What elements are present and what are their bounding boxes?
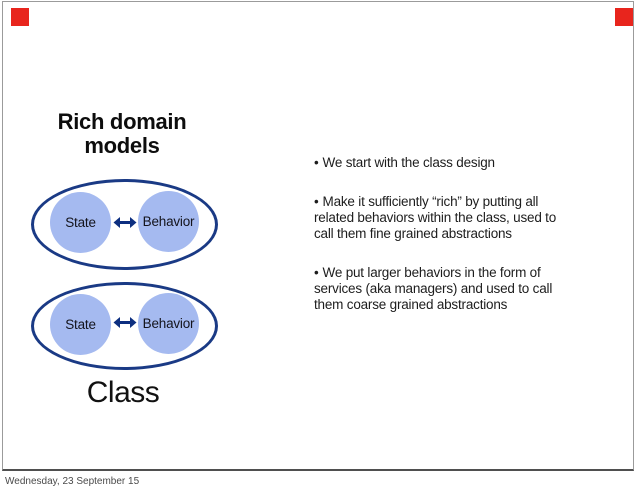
bullet-text: services (aka managers) and used to call [314, 281, 553, 296]
bullet-text: call them fine grained abstractions [314, 226, 512, 241]
double-arrow-icon [113, 317, 137, 328]
behavior-label: Behavior [142, 316, 195, 331]
class-ellipse-bottom [31, 282, 218, 370]
behavior-circle-top: Behavior [138, 191, 199, 252]
red-marker-top-right [615, 8, 633, 26]
state-label: State [65, 215, 96, 230]
title-line-2: models [84, 132, 160, 158]
slide-date: Wednesday, 23 September 15 [5, 476, 140, 487]
bullet-list: •We start with the class design •Make it… [314, 155, 589, 336]
state-label: State [65, 317, 96, 332]
diagram-caption: Class [86, 376, 160, 409]
state-circle-bottom: State [50, 294, 111, 355]
behavior-circle-bottom: Behavior [138, 293, 199, 354]
bullet-text: related behaviors within the class, used… [314, 210, 557, 225]
double-arrow-icon [113, 217, 137, 228]
red-marker-top-left [11, 8, 29, 26]
bullet-marker: • [314, 265, 319, 280]
bullet-item: •We start with the class design [314, 155, 589, 171]
bullet-text: We put larger behaviors in the form of [322, 265, 541, 280]
bullet-item: •Make it sufficiently “rich” by putting … [314, 194, 589, 242]
bullet-marker: • [314, 155, 319, 170]
title-line-1: Rich domain [57, 109, 187, 134]
bullet-text: them coarse grained abstractions [314, 297, 508, 312]
class-ellipse-top [31, 179, 218, 270]
bullet-text: We start with the class design [322, 155, 496, 170]
page-title: Rich domain models [19, 110, 225, 157]
state-circle-top: State [50, 192, 111, 253]
behavior-label: Behavior [142, 214, 195, 229]
bullet-text: Make it sufficiently “rich” by putting a… [322, 194, 539, 209]
slide: Rich domain models State Behavior State … [2, 1, 634, 471]
bullet-marker: • [314, 194, 319, 209]
bullet-item: •We put larger behaviors in the form of … [314, 265, 589, 313]
